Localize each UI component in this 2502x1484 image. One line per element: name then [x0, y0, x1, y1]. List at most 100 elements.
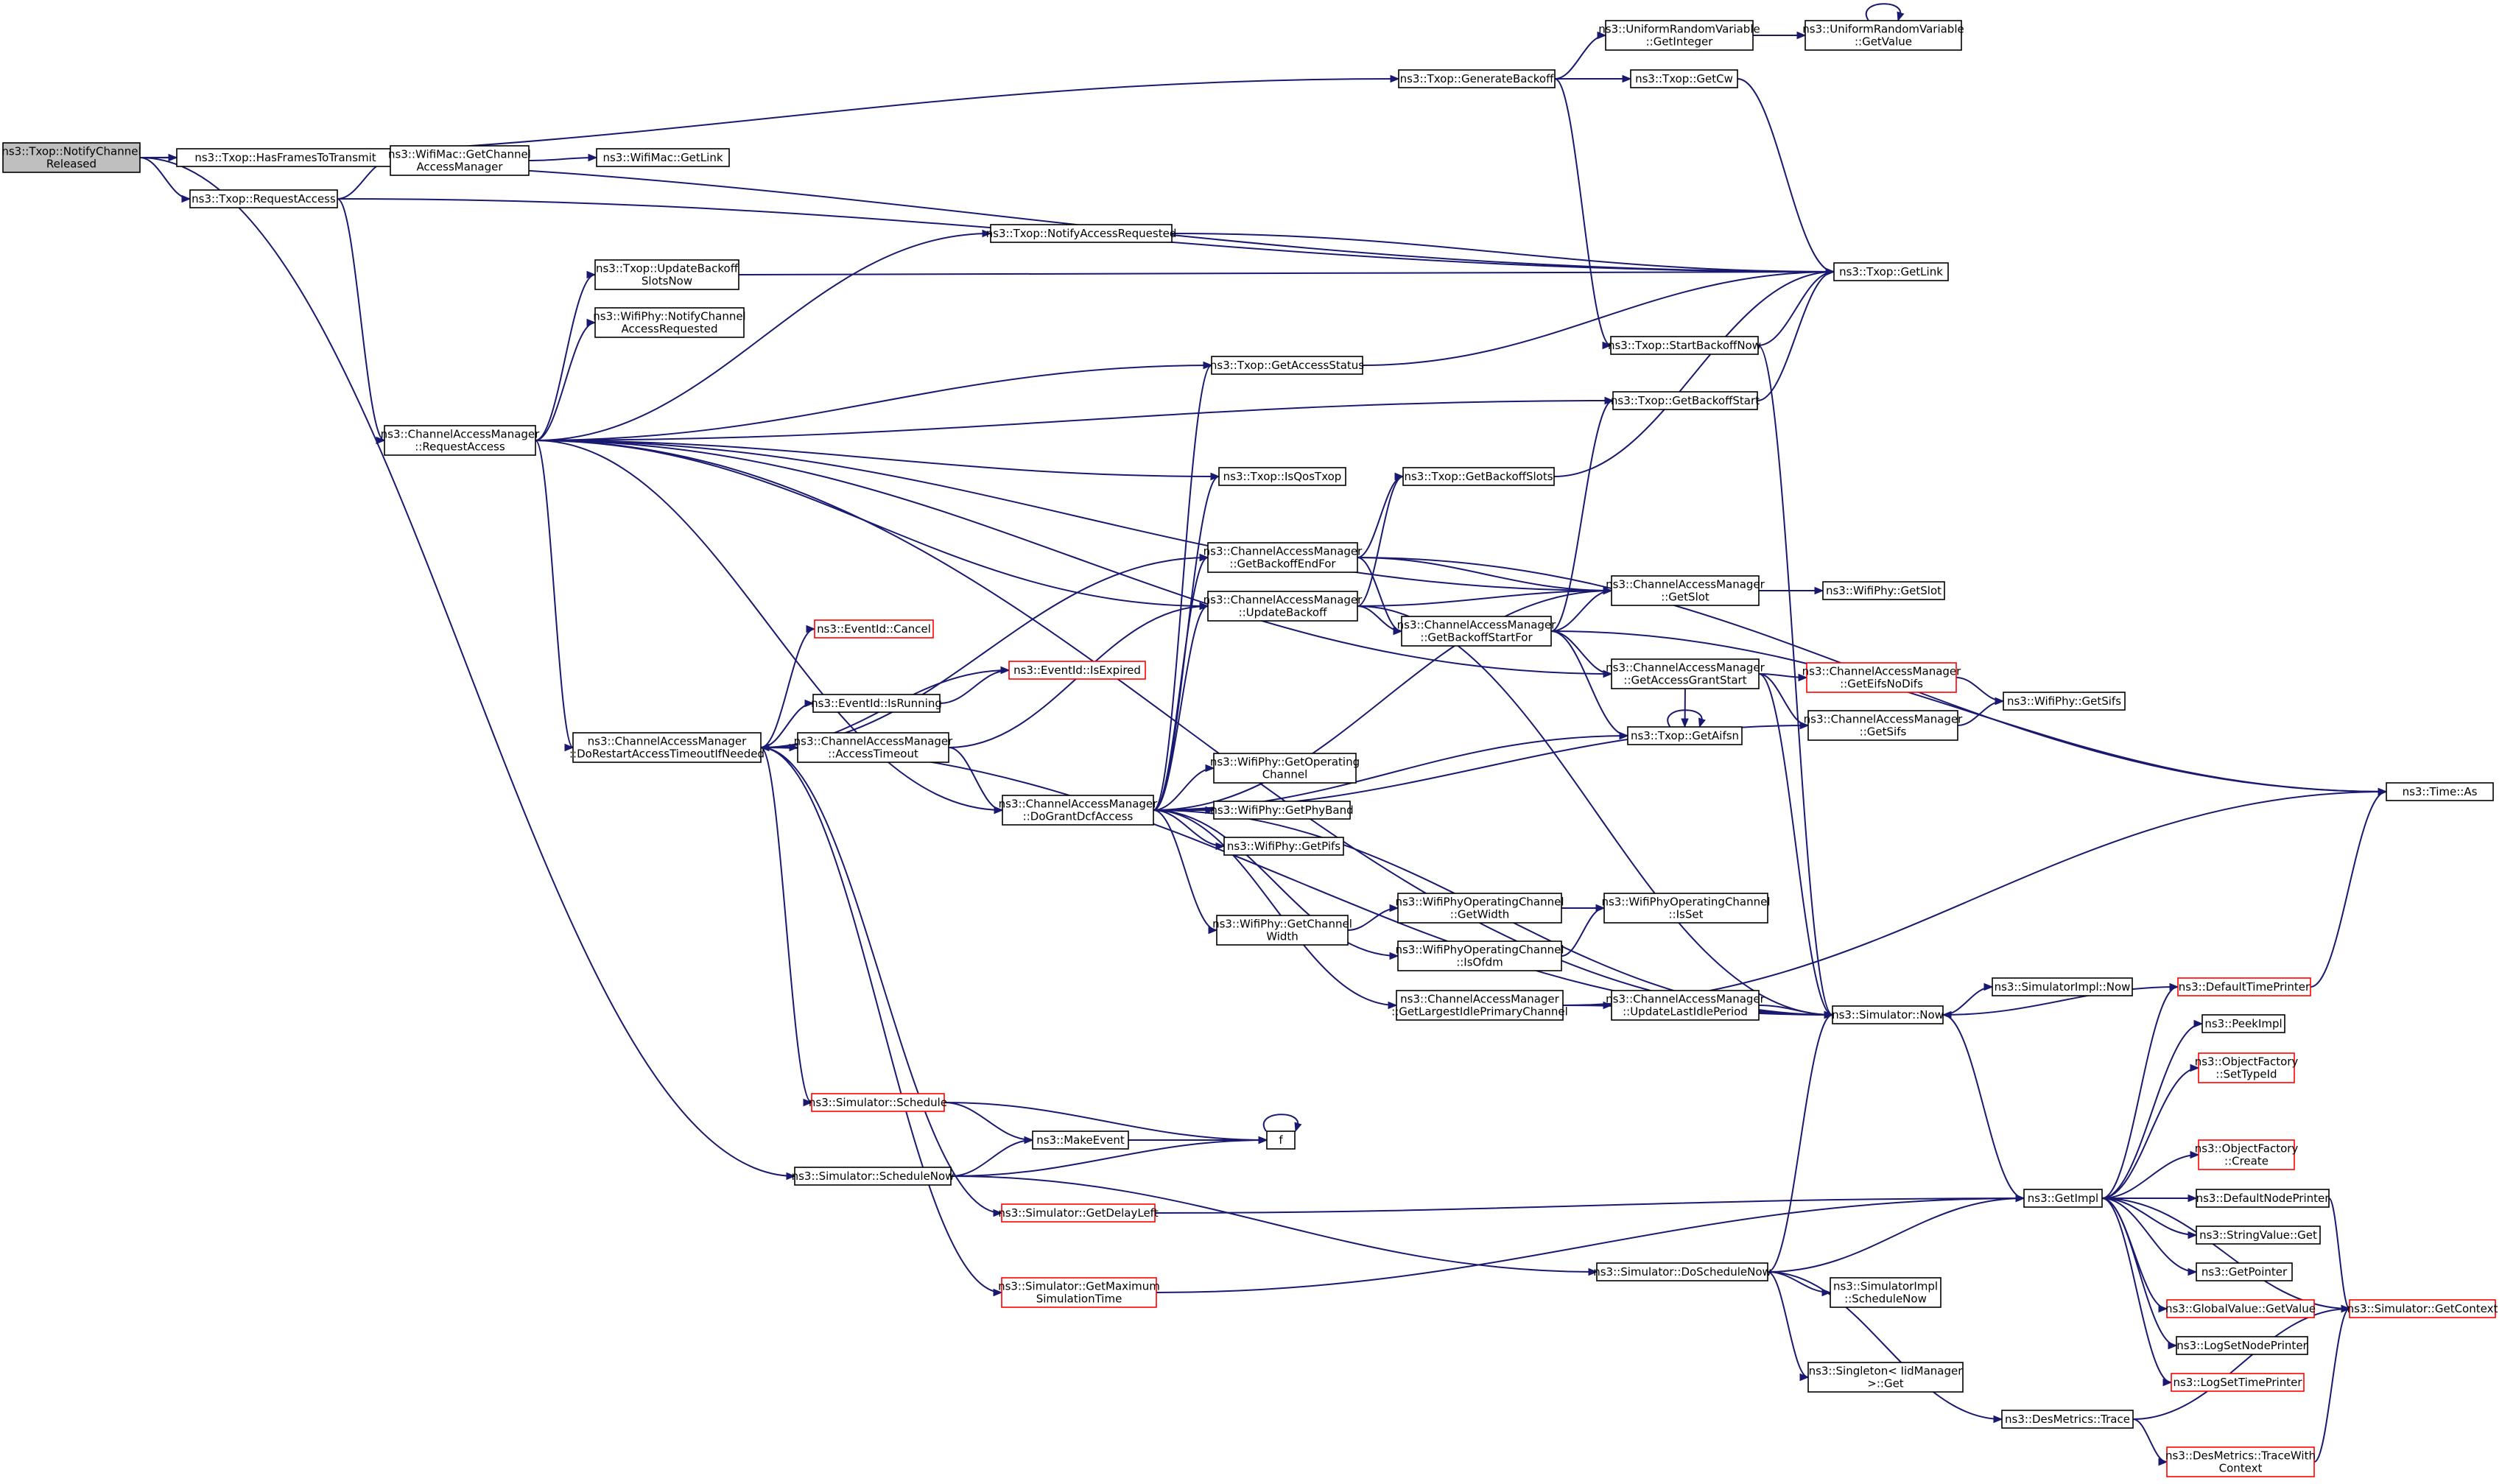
node-gen-backoff[interactable]: ns3::Txop::GenerateBackoff	[1398, 69, 1556, 88]
node-label: ns3::Simulator::DoScheduleNow	[1593, 1265, 1771, 1279]
node-cam-update-last-idle[interactable]: ns3::ChannelAccessManager::UpdateLastIdl…	[1606, 990, 1765, 1021]
node-cam-get-sifs[interactable]: ns3::ChannelAccessManager::GetSifs	[1804, 710, 1963, 741]
node-cam-get-eifs-no-difs[interactable]: ns3::ChannelAccessManager::GetEifsNoDifs	[1802, 662, 1961, 693]
node-time-as[interactable]: ns3::Time::As	[2386, 782, 2494, 801]
node-des-metrics-trace[interactable]: ns3::DesMetrics::Trace	[2001, 1410, 2134, 1429]
node-label: ns3::ChannelAccessManager	[1203, 545, 1363, 558]
node-box	[1401, 616, 1552, 647]
node-peek-impl[interactable]: ns3::PeekImpl	[2201, 1014, 2285, 1033]
node-cam-req-access[interactable]: ns3::ChannelAccessManager::RequestAccess	[381, 425, 540, 456]
node-label: AccessManager	[416, 161, 503, 174]
node-sim-do-schedule-now[interactable]: ns3::Simulator::DoScheduleNow	[1593, 1262, 1771, 1281]
node-cam-get-backoff-end-for[interactable]: ns3::ChannelAccessManager::GetBackoffEnd…	[1203, 542, 1363, 573]
node-is-qos-txop[interactable]: ns3::Txop::IsQosTxop	[1218, 467, 1346, 486]
node-get-impl[interactable]: ns3::GetImpl	[2023, 1189, 2103, 1208]
node-sim-now[interactable]: ns3::Simulator::Now	[1832, 1005, 1944, 1024]
edge-arrow	[803, 1098, 813, 1107]
edge-cam-do-restart-to-sim-schedule	[760, 747, 813, 1107]
node-make-event[interactable]: ns3::MakeEvent	[1032, 1130, 1129, 1150]
node-cam-update-backoff[interactable]: ns3::ChannelAccessManager::UpdateBackoff	[1203, 591, 1363, 622]
edge-line	[2310, 791, 2387, 988]
edge-phy-get-ch-width-to-wpoc-get-width	[1347, 904, 1399, 931]
node-wpoc-is-set[interactable]: ns3::WifiPhyOperatingChannel::IsSet	[1601, 893, 1771, 924]
edge-arrow	[2378, 787, 2388, 796]
edge-line	[535, 233, 991, 441]
node-get-pointer[interactable]: ns3::GetPointer	[2196, 1262, 2293, 1281]
edge-arrow	[1388, 1001, 1398, 1010]
node-notify-acc-req[interactable]: ns3::Txop::NotifyAccessRequested	[986, 224, 1177, 243]
edge-cam-req-access-to-get-backoff-start	[535, 396, 1614, 441]
node-wpoc-is-ofdm[interactable]: ns3::WifiPhyOperatingChannel::IsOfdm	[1395, 940, 1564, 971]
node-get-backoff-slots[interactable]: ns3::Txop::GetBackoffSlots	[1402, 467, 1555, 486]
node-wpoc-get-width[interactable]: ns3::WifiPhyOperatingChannel::GetWidth	[1395, 893, 1564, 924]
edge-arrow	[994, 806, 1004, 815]
node-sim-get-delay-left[interactable]: ns3::Simulator::GetDelayLeft	[998, 1203, 1159, 1223]
node-txop-get-link[interactable]: ns3::Txop::GetLink	[1833, 262, 1949, 281]
node-f[interactable]: f	[1266, 1130, 1296, 1150]
node-log-set-time-printer[interactable]: ns3::LogSetTimePrinter	[2171, 1373, 2305, 1392]
edge-get-impl-to-string-value-get	[2101, 1198, 2198, 1239]
node-sim-impl-now[interactable]: ns3::SimulatorImpl::Now	[1992, 977, 2133, 996]
node-event-is-expired[interactable]: ns3::EventId::IsExpired	[1008, 661, 1146, 680]
node-cam-get-slot[interactable]: ns3::ChannelAccessManager::GetSlot	[1606, 575, 1765, 606]
edge-arrow	[1995, 697, 2005, 706]
node-mac-get-link[interactable]: ns3::WifiMac::GetLink	[596, 148, 730, 167]
node-box	[176, 148, 395, 167]
edge-arrow	[1389, 952, 1399, 960]
node-get-access-status[interactable]: ns3::Txop::GetAccessStatus	[1210, 356, 1364, 375]
node-of-create[interactable]: ns3::ObjectFactory::Create	[2195, 1139, 2299, 1170]
node-cam-get-access-grant-start[interactable]: ns3::ChannelAccessManager::GetAccessGran…	[1606, 658, 1765, 689]
node-cam-do-restart[interactable]: ns3::ChannelAccessManager::DoRestartAcce…	[569, 732, 765, 763]
edge-cam-get-backoff-end-for-to-cam-get-backoff-start-for	[1357, 557, 1403, 636]
node-get-backoff-start[interactable]: ns3::Txop::GetBackoffStart	[1611, 391, 1760, 410]
node-default-time-printer[interactable]: ns3::DefaultTimePrinter	[2177, 977, 2311, 996]
node-sim-schedule[interactable]: ns3::Simulator::Schedule	[809, 1093, 947, 1112]
node-get-cw[interactable]: ns3::Txop::GetCw	[1630, 69, 1738, 88]
node-global-value-get-value[interactable]: ns3::GlobalValue::GetValue	[2165, 1299, 2316, 1318]
node-urv-get-int[interactable]: ns3::UniformRandomVariable::GetInteger	[1598, 20, 1760, 51]
node-default-node-printer[interactable]: ns3::DefaultNodePrinter	[2196, 1189, 2330, 1208]
node-urv-get-val[interactable]: ns3::UniformRandomVariable::GetValue	[1802, 20, 1964, 51]
node-phy-get-pifs[interactable]: ns3::WifiPhy::GetPifs	[1223, 837, 1344, 856]
node-cam-get-backoff-start-for[interactable]: ns3::ChannelAccessManager::GetBackoffSta…	[1397, 616, 1556, 647]
node-string-value-get[interactable]: ns3::StringValue::Get	[2196, 1225, 2321, 1245]
node-label: ns3::Txop::GetAifsn	[1631, 729, 1739, 742]
node-sim-schedule-now[interactable]: ns3::Simulator::ScheduleNow	[792, 1167, 955, 1186]
node-cam-access-timeout[interactable]: ns3::ChannelAccessManager::AccessTimeout	[794, 732, 953, 763]
node-has-frames[interactable]: ns3::Txop::HasFramesToTransmit	[176, 148, 395, 167]
edge-get-impl-to-peek-impl	[2101, 1019, 2204, 1199]
node-cam-get-largest[interactable]: ns3::ChannelAccessManager::GetLargestIdl…	[1391, 990, 1568, 1021]
node-label: ns3::WifiPhy::GetPhyBand	[1210, 803, 1353, 817]
node-event-is-running[interactable]: ns3::EventId::IsRunning	[811, 694, 942, 713]
node-sim-get-context[interactable]: ns3::Simulator::GetContext	[2347, 1299, 2498, 1318]
node-get-aifsn[interactable]: ns3::Txop::GetAifsn	[1627, 726, 1743, 745]
node-req-access[interactable]: ns3::Txop::RequestAccess	[189, 189, 338, 208]
node-sim-impl-schedule-now[interactable]: ns3::SimulatorImpl::ScheduleNow	[1830, 1277, 1941, 1308]
node-cam-do-grant[interactable]: ns3::ChannelAccessManager::DoGrantDcfAcc…	[999, 795, 1158, 826]
edge-cam-req-access-to-cam-update-backoff	[535, 440, 1209, 611]
edge-arrow	[1210, 472, 1220, 481]
edge-line	[1357, 557, 1402, 632]
node-phy-get-sifs[interactable]: ns3::WifiPhy::GetSifs	[2003, 692, 2126, 711]
node-log-set-node-printer[interactable]: ns3::LogSetNodePrinter	[2176, 1336, 2308, 1355]
node-label: ns3::Simulator::GetContext	[2347, 1302, 2498, 1315]
node-phy-get-slot[interactable]: ns3::WifiPhy::GetSlot	[1822, 581, 1945, 600]
node-of-set-type-id[interactable]: ns3::ObjectFactory::SetTypeId	[2195, 1052, 2299, 1083]
node-event-cancel[interactable]: ns3::EventId::Cancel	[814, 619, 934, 639]
node-start-backoff-now[interactable]: ns3::Txop::StartBackoffNow	[1608, 336, 1761, 355]
node-box	[1611, 658, 1760, 689]
node-label: ::UpdateLastIdlePeriod	[1623, 1005, 1748, 1019]
node-box	[1396, 990, 1564, 1021]
edge-arrow	[804, 699, 815, 708]
edge-line	[2328, 1198, 2350, 1309]
node-phy-notify-car[interactable]: ns3::WifiPhy::NotifyChannelAccessRequest…	[593, 307, 746, 338]
node-singleton-get[interactable]: ns3::Singleton< IidManager>::Get	[1807, 1362, 1964, 1393]
node-phy-get-phy-band[interactable]: ns3::WifiPhy::GetPhyBand	[1210, 801, 1354, 820]
